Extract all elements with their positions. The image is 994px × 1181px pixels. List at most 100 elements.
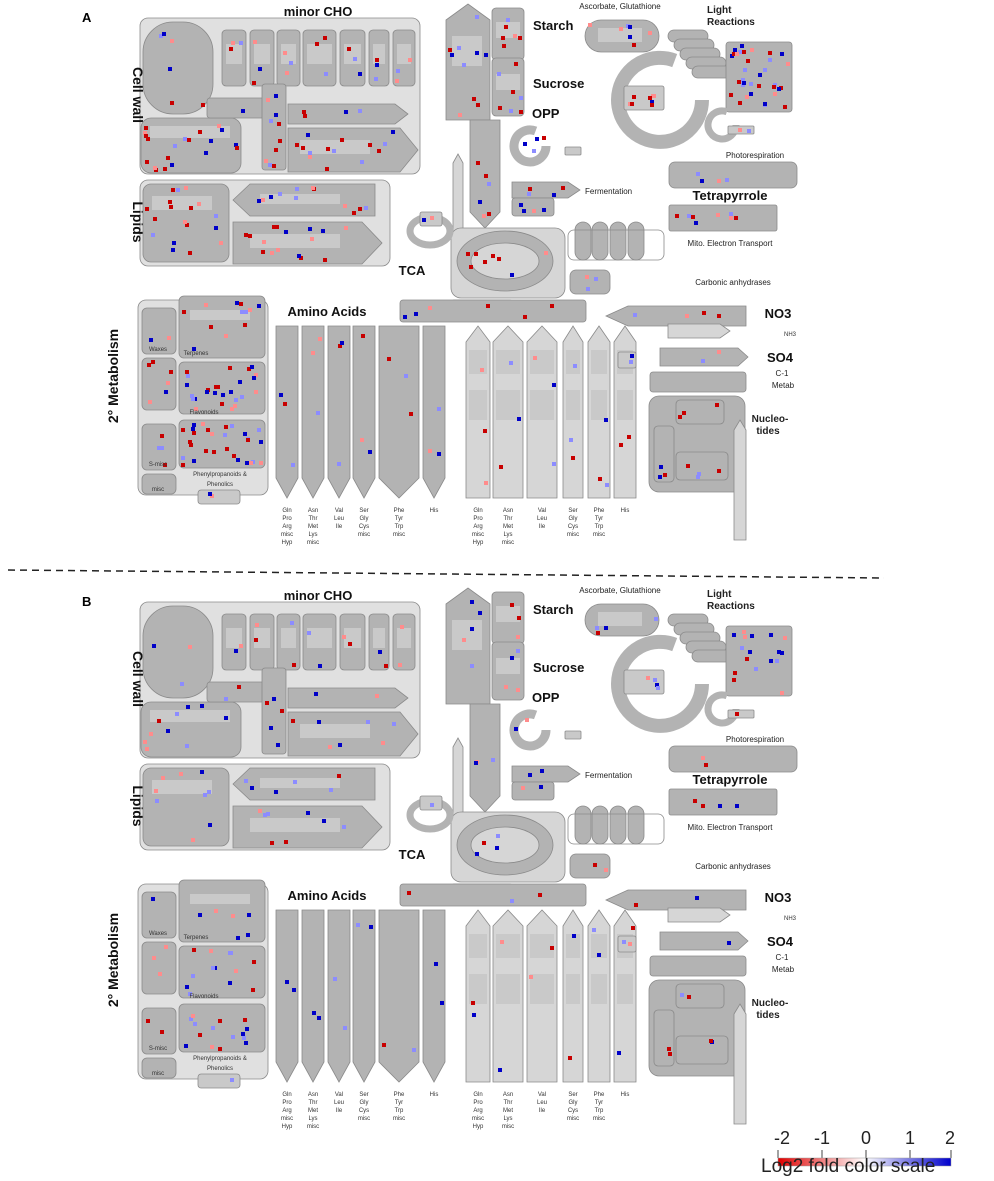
gene-square	[391, 130, 395, 134]
gene-square	[180, 682, 184, 686]
gene-square	[184, 186, 188, 190]
amino-acid-label: Leu	[537, 516, 547, 522]
flavonoids-box	[178, 361, 266, 415]
gene-square	[368, 450, 372, 454]
gene-square	[404, 374, 408, 378]
gene-square	[542, 208, 546, 212]
gene-square	[188, 992, 192, 996]
calvin-box	[623, 85, 665, 111]
label-phenyl-1: Phenylpropanoids &	[193, 1056, 247, 1062]
gene-square	[466, 252, 470, 256]
gene-square	[502, 44, 506, 48]
shade-block	[190, 894, 250, 904]
gene-square	[448, 48, 452, 52]
amino-acid-label: misc	[502, 540, 514, 546]
amino-acid-label: misc	[567, 1116, 579, 1122]
gene-square	[151, 897, 155, 901]
gene-square	[344, 110, 348, 114]
gene-square	[483, 429, 487, 433]
label-ascorbate: Ascorbate, Glutathione	[579, 2, 661, 11]
gene-square	[255, 623, 259, 627]
gene-square	[469, 265, 473, 269]
gene-square	[675, 214, 679, 218]
gene-square	[323, 258, 327, 262]
amino-acid-arrow	[275, 325, 299, 499]
gene-square	[701, 756, 705, 760]
gene-square	[191, 397, 195, 401]
so4-arrow	[659, 347, 749, 367]
amino-acid-label: Pro	[282, 1100, 292, 1106]
light-reactions-box	[725, 625, 793, 697]
gene-square	[234, 969, 238, 973]
gene-square	[185, 383, 189, 387]
gene-square	[414, 312, 418, 316]
gene-square	[596, 631, 600, 635]
gene-square	[780, 691, 784, 695]
amino-acid-label: misc	[593, 1116, 605, 1122]
amino-acid-label: Gly	[569, 1100, 578, 1106]
mito-box	[567, 229, 665, 261]
amino-acid-label: Arg	[473, 524, 482, 530]
mito-complex	[574, 805, 592, 845]
gene-square	[729, 93, 733, 97]
amino-acid-label: Ile	[336, 1108, 343, 1114]
gene-square	[220, 128, 224, 132]
gene-square	[717, 469, 721, 473]
gene-square	[185, 370, 189, 374]
gene-square	[188, 251, 192, 255]
gene-square	[208, 823, 212, 827]
gene-square	[430, 803, 434, 807]
label-ascorbate: Ascorbate, Glutathione	[579, 586, 661, 595]
gene-square	[257, 304, 261, 308]
gene-square	[519, 96, 523, 100]
gene-square	[733, 48, 737, 52]
gene-square	[254, 390, 258, 394]
amino-acid-label: Hyp	[282, 540, 293, 546]
gene-square	[780, 651, 784, 655]
amino-acid-label: Val	[335, 1092, 343, 1098]
gene-square	[648, 96, 652, 100]
gene-square	[189, 1017, 193, 1021]
gene-square	[498, 1068, 502, 1072]
gene-square	[627, 435, 631, 439]
gene-square	[294, 196, 298, 200]
gene-square	[457, 46, 461, 50]
gene-square	[338, 743, 342, 747]
gene-square	[622, 940, 626, 944]
gene-square	[188, 645, 192, 649]
gene-square	[727, 941, 731, 945]
gene-square	[528, 187, 532, 191]
legend-gradient-bar	[777, 1157, 952, 1167]
mito-complex	[627, 221, 645, 261]
gene-square	[735, 52, 739, 56]
label-phenyl-1: Phenylpropanoids &	[193, 472, 247, 478]
gene-square	[470, 627, 474, 631]
amino-acid-label: Thr	[309, 1100, 318, 1106]
gene-square	[758, 73, 762, 77]
gene-square	[342, 635, 346, 639]
gene-square	[239, 302, 243, 306]
gene-square	[682, 411, 686, 415]
amino-acid-label: Asn	[308, 1092, 318, 1098]
gene-square	[544, 251, 548, 255]
gene-square	[183, 137, 187, 141]
gene-square	[172, 241, 176, 245]
gene-square	[284, 230, 288, 234]
gene-square	[205, 390, 209, 394]
shade-block	[530, 974, 554, 1004]
shade-block	[281, 44, 296, 64]
gene-square	[340, 341, 344, 345]
gene-square	[769, 633, 773, 637]
amino-acid-label: Ile	[336, 524, 343, 530]
gene-square	[510, 603, 514, 607]
gene-square	[470, 664, 474, 668]
gene-square	[593, 863, 597, 867]
legend-tick: 0	[861, 1128, 871, 1148]
label-nucleo-1: Nucleo-	[752, 998, 789, 1009]
gene-square	[633, 313, 637, 317]
shade-block	[530, 350, 554, 374]
shade-block	[397, 44, 411, 64]
gene-square	[499, 465, 503, 469]
gene-square	[775, 659, 779, 663]
gene-square	[149, 732, 153, 736]
